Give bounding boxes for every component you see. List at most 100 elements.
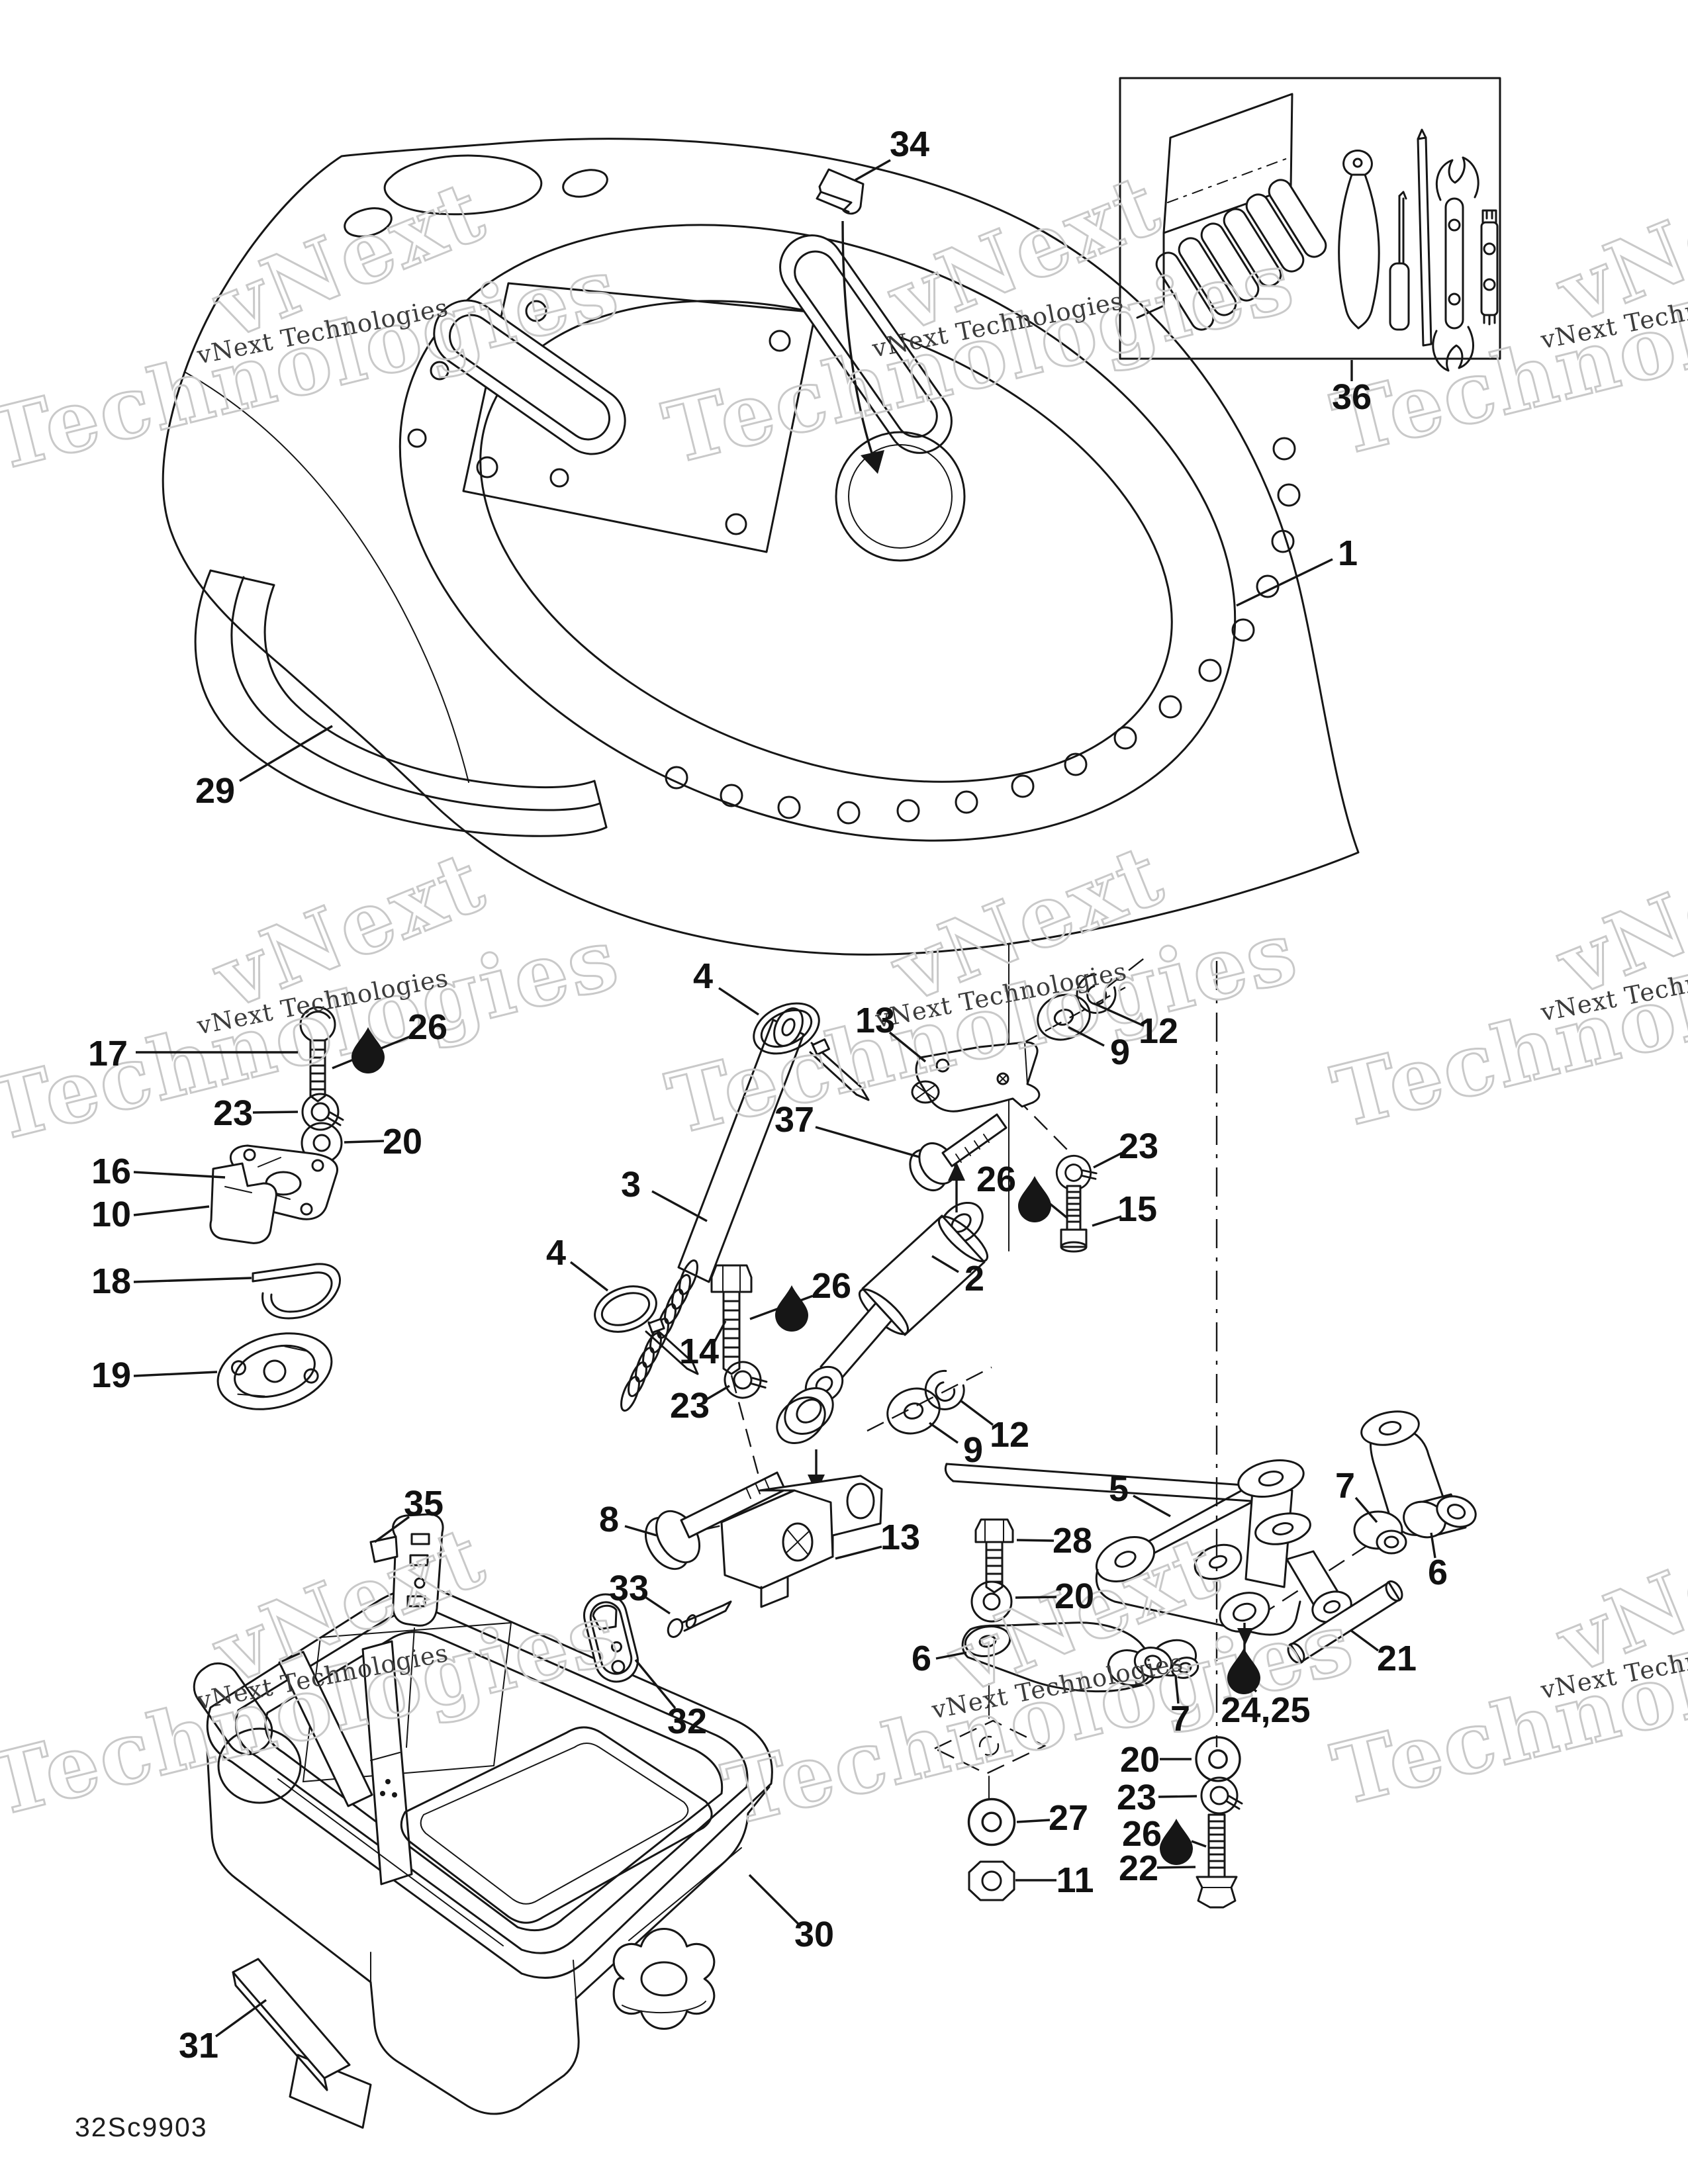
callout-label-16: 16 bbox=[91, 1152, 131, 1191]
pliers-icon bbox=[1338, 150, 1380, 330]
part-strap-35 bbox=[369, 1513, 444, 1748]
callout-label-20: 20 bbox=[1055, 1576, 1094, 1616]
callout-leader-10 bbox=[133, 1205, 210, 1216]
part-latch-base-19 bbox=[216, 1332, 333, 1410]
callout-leader-9 bbox=[929, 1422, 959, 1444]
callout-leader-8 bbox=[624, 1525, 657, 1537]
callout-leader-20 bbox=[1015, 1596, 1057, 1599]
pan-interior bbox=[193, 1621, 742, 1946]
callout-leader-6 bbox=[1430, 1532, 1436, 1559]
callout-label-32: 32 bbox=[667, 1702, 707, 1741]
callout-leader-31 bbox=[215, 1999, 267, 2038]
part-pin-33 bbox=[667, 1600, 732, 1638]
callout-leader-29 bbox=[239, 725, 333, 782]
part-cable-tie-4-lower bbox=[594, 1285, 699, 1375]
callout-leader-22 bbox=[1156, 1866, 1196, 1869]
callout-label-13: 13 bbox=[855, 1001, 895, 1040]
callout-label-24,25: 24,25 bbox=[1221, 1690, 1310, 1730]
part-knob bbox=[612, 1927, 716, 2030]
callout-label-28: 28 bbox=[1053, 1521, 1092, 1561]
callout-leader-13 bbox=[888, 1031, 927, 1063]
part-latch-plate-32 bbox=[583, 1593, 639, 1683]
part-bolt-17 bbox=[299, 1006, 336, 1103]
callout-leader-13 bbox=[835, 1545, 882, 1560]
part-anti-vibration-pad bbox=[933, 1683, 1047, 1799]
callout-label-8: 8 bbox=[599, 1500, 619, 1539]
callout-leader-20 bbox=[344, 1140, 385, 1144]
callout-leader-32 bbox=[634, 1659, 677, 1709]
part-lock-washer-23 bbox=[301, 1093, 344, 1131]
hood-handle-left bbox=[433, 299, 626, 455]
callout-leader-5 bbox=[1133, 1494, 1171, 1518]
part-bracket-13-upper bbox=[911, 1041, 1041, 1113]
arrowhead bbox=[948, 1162, 965, 1181]
arrowhead bbox=[1237, 1628, 1253, 1645]
part-bumper-29 bbox=[194, 569, 608, 837]
callout-label-23: 23 bbox=[213, 1093, 253, 1133]
part-shoulder-bolt-37 bbox=[909, 1113, 1008, 1191]
toolkit-box bbox=[1119, 77, 1501, 360]
callout-label-6: 6 bbox=[912, 1639, 931, 1678]
callout-label-11: 11 bbox=[1056, 1860, 1094, 1900]
callout-leader-6 bbox=[935, 1651, 967, 1660]
callout-label-9: 9 bbox=[1110, 1032, 1130, 1072]
callout-leader-34 bbox=[855, 159, 891, 181]
drawing-code: 32Sc9903 bbox=[75, 2112, 208, 2142]
part-shock-absorber-2 bbox=[776, 1162, 989, 1493]
part-bottom-pan-30 bbox=[193, 1584, 773, 2129]
callout-label-18: 18 bbox=[91, 1261, 131, 1301]
callout-leader-4 bbox=[718, 987, 759, 1016]
callout-label-26: 26 bbox=[976, 1160, 1016, 1199]
callout-label-36: 36 bbox=[1332, 377, 1372, 417]
callout-label-31: 31 bbox=[179, 2026, 218, 2066]
part-circlip-12-lower bbox=[917, 1363, 972, 1418]
callout-label-21: 21 bbox=[1377, 1639, 1417, 1678]
clip-34-leader-line bbox=[841, 220, 876, 464]
lubricant-droplet-icon bbox=[775, 1285, 808, 1332]
part-hood bbox=[162, 138, 1360, 956]
callout-label-9: 9 bbox=[963, 1430, 983, 1470]
part-lock-washer-23-right bbox=[1200, 1776, 1243, 1815]
part-flat-washer-20-right bbox=[1195, 1736, 1241, 1782]
callout-label-1: 1 bbox=[1338, 533, 1358, 573]
lubricant-droplet-icon bbox=[1018, 1176, 1051, 1222]
callout-label-26: 26 bbox=[1122, 1814, 1162, 1854]
callout-label-34: 34 bbox=[890, 124, 929, 164]
callout-leader-2 bbox=[931, 1255, 959, 1273]
callout-label-26: 26 bbox=[408, 1007, 447, 1047]
part-socket-bolt-15 bbox=[1060, 1185, 1088, 1253]
callout-label-29: 29 bbox=[195, 771, 235, 811]
part-retainer-clip-34 bbox=[816, 168, 865, 215]
callout-label-26: 26 bbox=[812, 1266, 851, 1306]
callout-leader-33 bbox=[645, 1596, 671, 1615]
callout-leader-21 bbox=[1349, 1629, 1380, 1652]
callout-label-6: 6 bbox=[1428, 1553, 1448, 1592]
part-bolt-8 bbox=[644, 1471, 786, 1570]
part-pivot-pin-21 bbox=[1287, 1580, 1403, 1664]
callout-label-27: 27 bbox=[1049, 1798, 1088, 1838]
callout-label-7: 7 bbox=[1170, 1699, 1190, 1739]
callout-label-3: 3 bbox=[621, 1165, 641, 1205]
callout-label-20: 20 bbox=[383, 1122, 422, 1161]
spark-plug-gauge-icon bbox=[1480, 209, 1499, 326]
callout-leader-37 bbox=[815, 1126, 919, 1158]
part-toolkit-36 bbox=[1119, 77, 1501, 372]
part-flat-washer-27 bbox=[967, 1797, 1016, 1846]
callout-leader-12 bbox=[960, 1400, 994, 1426]
callout-label-30: 30 bbox=[794, 1915, 834, 1954]
hood-top-pad bbox=[383, 154, 543, 216]
part-hex-nut-11 bbox=[968, 1860, 1015, 1901]
callout-label-33: 33 bbox=[609, 1569, 649, 1608]
arrowhead bbox=[861, 450, 884, 474]
callout-leader-19 bbox=[133, 1371, 218, 1377]
callout-label-35: 35 bbox=[404, 1484, 444, 1524]
callout-leader-14 bbox=[712, 1320, 727, 1344]
hood-panel bbox=[462, 282, 817, 553]
callout-label-4: 4 bbox=[546, 1233, 566, 1273]
spark-plug-pouch-icon bbox=[1136, 93, 1327, 331]
callout-label-20: 20 bbox=[1120, 1740, 1160, 1780]
part-bolt-14 bbox=[710, 1264, 753, 1375]
